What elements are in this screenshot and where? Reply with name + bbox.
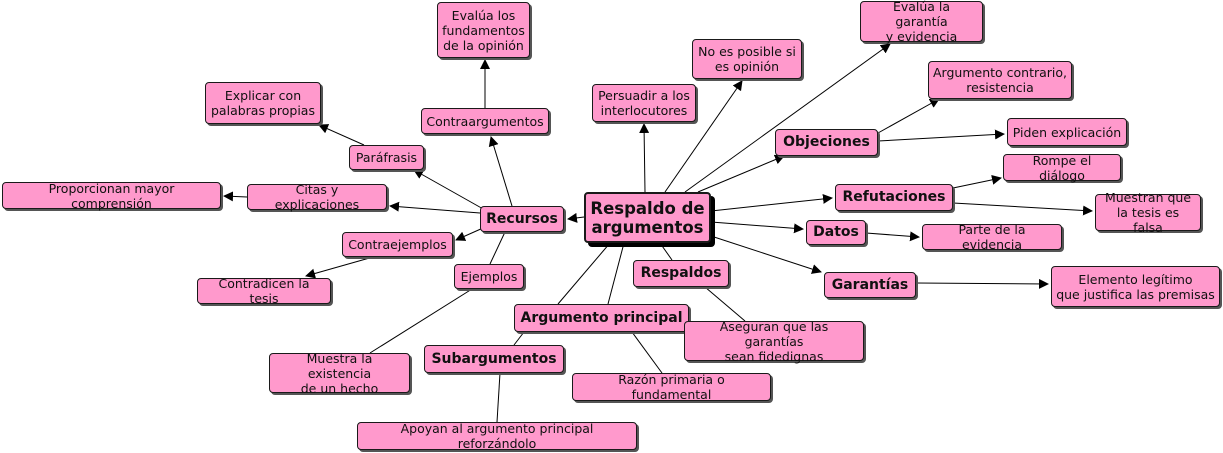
node-rompe-dialogo: Rompe el diálogo xyxy=(1003,153,1121,183)
node-datos: Datos xyxy=(806,220,866,245)
node-contradicen: Contradicen la tesis xyxy=(197,276,331,306)
connector-evalua-garantia-from-root xyxy=(684,43,891,193)
node-ejemplos: Ejemplos xyxy=(454,264,524,289)
node-recursos: Recursos xyxy=(480,206,564,232)
node-apoyan: Apoyan al argumento principal reforzándo… xyxy=(357,421,637,451)
node-piden-explicacion: Piden explicación xyxy=(1007,118,1127,146)
connector-contradicen-from-contraejemplos xyxy=(305,256,374,279)
connector-argumento-contrario-from-objeciones xyxy=(877,98,940,134)
node-contraargumentos: Contraargumentos xyxy=(421,108,549,134)
connector-muestra-from-ejemplos xyxy=(369,288,473,354)
node-evalua-fundamentos: Evalúa los fundamentos de la opinión xyxy=(437,2,530,58)
connector-parafrasis-from-recursos xyxy=(413,169,486,211)
connector-persuadir-from-root xyxy=(639,123,650,193)
node-parte-evidencia: Parte de la evidencia xyxy=(922,222,1062,252)
node-respaldos: Respaldos xyxy=(633,260,729,287)
connector-piden-explicacion-from-objeciones xyxy=(877,129,1005,142)
node-parafrasis: Paráfrasis xyxy=(349,145,424,170)
node-muestran-tesis: Muestran que la tesis es falsa xyxy=(1095,190,1201,235)
connector-contraejemplos-from-recursos xyxy=(455,227,484,241)
node-aseguran: Aseguran que las garantías sean fidedign… xyxy=(684,319,864,364)
connector-respaldos-from-root xyxy=(659,242,673,261)
connector-argumento-principal-from-root xyxy=(607,242,625,305)
node-explicar: Explicar con palabras propias xyxy=(205,82,321,124)
connector-citas-from-recursos xyxy=(389,201,481,214)
connector-elemento-legitimo-from-garantias xyxy=(915,278,1049,289)
node-proporcionan: Proporcionan mayor comprensión xyxy=(2,181,221,211)
node-no-es-posible: No es posible si es opinión xyxy=(692,39,802,79)
node-refutaciones: Refutaciones xyxy=(835,184,953,211)
connector-no-es-posible-from-root xyxy=(664,80,743,193)
connector-apoyan-from-subarg xyxy=(496,372,501,423)
connector-refutaciones-from-root xyxy=(710,193,833,212)
connector-subargumentos-from-root xyxy=(557,242,611,305)
connector-muestran-tesis-from-refutaciones xyxy=(952,202,1093,216)
node-argumento-principal: Argumento principal xyxy=(514,304,689,332)
connector-aseguran-from-respaldos xyxy=(704,286,746,322)
connector-garantias-from-root xyxy=(710,235,822,274)
connector-parte-evidencia-from-datos xyxy=(865,231,920,242)
connector-contraargumentos-from-recursos xyxy=(488,136,513,207)
node-contraejemplos: Contraejemplos xyxy=(342,232,453,257)
node-subargumentos: Subargumentos xyxy=(424,345,564,373)
connector-subarg-from-arg xyxy=(513,331,525,346)
node-muestra-existencia: Muestra la existencia de un hecho xyxy=(269,351,410,396)
node-elemento-legitimo: Elemento legítimo que justifica las prem… xyxy=(1051,266,1220,307)
node-argumento-contrario: Argumento contrario, resistencia xyxy=(928,61,1072,99)
node-persuadir: Persuadir a los interlocutores xyxy=(592,84,696,122)
node-respaldo-de-argumentos: Respaldo de argumentos xyxy=(584,192,711,243)
connector-explicar-from-parafrasis xyxy=(318,124,365,146)
node-objeciones: Objeciones xyxy=(775,129,878,156)
connector-ejemplos-from-recursos xyxy=(489,231,506,265)
connector-objeciones-from-root xyxy=(697,154,785,193)
connector-recursos-to-root xyxy=(567,212,585,223)
connector-datos-from-root xyxy=(710,221,804,234)
connector-proporcionan-from-citas xyxy=(223,191,248,202)
node-garantias: Garantías xyxy=(824,272,916,298)
node-evalua-garantia: Evalúa la garantía y evidencia xyxy=(860,0,983,44)
node-citas: Citas y explicaciones xyxy=(247,182,387,212)
connector-razon-primaria-from-arg xyxy=(631,331,663,374)
connector-rompe-dialogo-from-refutaciones xyxy=(952,174,1002,189)
node-razon-primaria: Razón primaria o fundamental xyxy=(572,372,771,402)
